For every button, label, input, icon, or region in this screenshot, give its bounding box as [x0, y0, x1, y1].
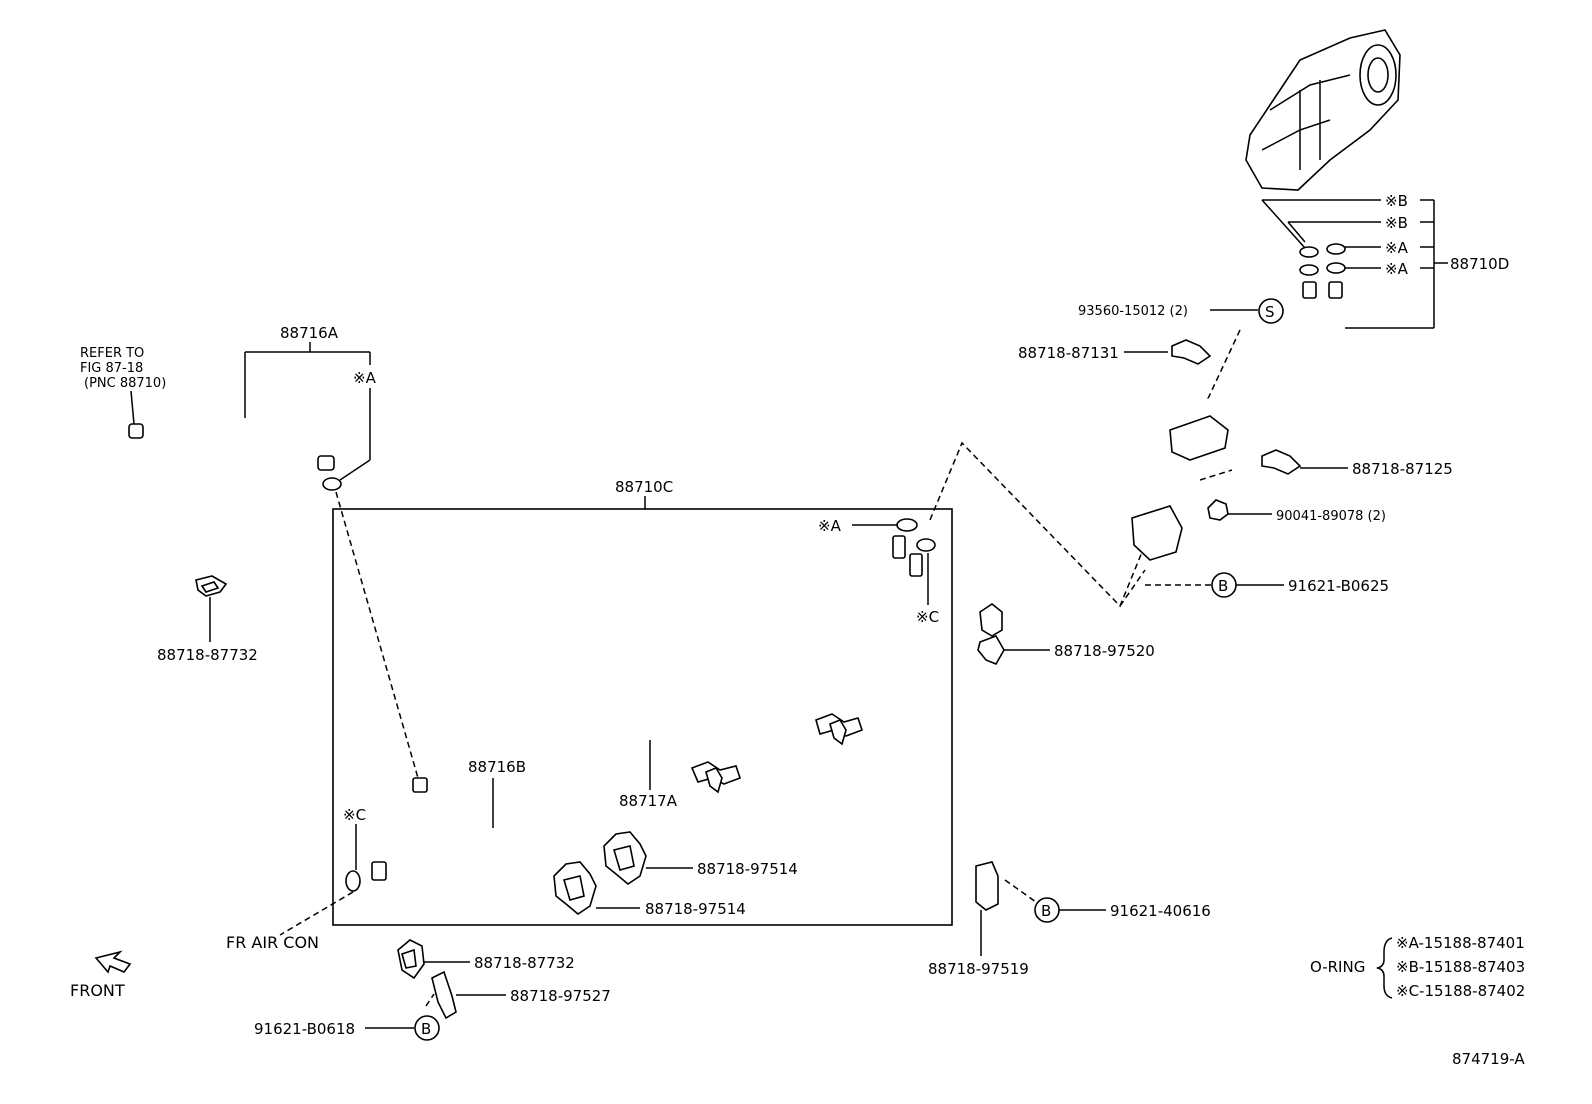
label-o-ring-c: ※C-15188-87402	[1396, 982, 1525, 1000]
nut-90041-89078: 90041-89078 (2)	[1207, 499, 1386, 524]
refer-line-1: REFER TO	[80, 346, 144, 361]
assembly-box-88710C: 88710C	[332, 478, 953, 926]
callout-93560-15012: S 93560-15012 (2)	[1078, 298, 1284, 324]
label-91621-B0625: 91621-B0625	[1288, 577, 1389, 595]
label-88716A: 88716A	[280, 324, 339, 342]
label-mark-A-2: ※A	[1385, 260, 1409, 278]
circle-B-right: B	[1218, 577, 1228, 595]
circle-S: S	[1265, 303, 1275, 321]
label-88717A: 88717A	[619, 792, 678, 810]
refer-note: REFER TO FIG 87-18 (PNC 88710)	[80, 346, 166, 425]
label-88718-97519: 88718-97519	[928, 960, 1029, 978]
label-91621-B0618: 91621-B0618	[254, 1020, 355, 1038]
clip-88718-97527: 88718-97527	[431, 970, 611, 1020]
bolt-91621-B0618: B 91621-B0618	[254, 1015, 440, 1041]
label-mark-B-2: ※B	[1385, 214, 1408, 232]
label-mark-A-box: ※A	[818, 517, 842, 535]
pipe-88716B	[412, 518, 918, 844]
refer-line-2: FIG 87-18	[80, 361, 143, 376]
o-ring-A-top	[322, 477, 342, 491]
front-arrow-icon	[94, 950, 132, 974]
clip-88718-87732-bottom: 88718-87732	[397, 939, 575, 980]
fr-air-con: FR AIR CON	[226, 933, 319, 952]
label-88718-87732-top: 88718-87732	[157, 646, 258, 664]
pipe-88716A	[128, 400, 342, 564]
label-fr-air-con: FR AIR CON	[226, 933, 319, 952]
circle-B-middle: B	[1041, 902, 1051, 920]
label-91621-40616: 91621-40616	[1110, 902, 1211, 920]
label-93560-15012: 93560-15012 (2)	[1078, 304, 1188, 319]
label-88718-97527: 88718-97527	[510, 987, 611, 1005]
label-mark-C-box: ※C	[916, 608, 939, 626]
label-88710D-group: ※B ※B ※A ※A 88710D	[1261, 192, 1509, 329]
label-88716A-group: 88716A ※A	[244, 324, 377, 481]
label-o-ring: O-RING	[1310, 958, 1365, 976]
label-o-ring-b: ※B-15188-87403	[1396, 958, 1525, 976]
label-o-ring-a: ※A-15188-87401	[1396, 934, 1525, 952]
box-labels: ※A ※C 88716B 88717A ※C	[343, 517, 939, 870]
label-mark-A-1: ※A	[1385, 239, 1409, 257]
figure-code: 874719-A	[1452, 1050, 1525, 1068]
clip-88718-97519: 88718-97519	[928, 861, 1029, 978]
label-88718-87125: 88718-87125	[1352, 460, 1453, 478]
label-front: FRONT	[70, 981, 125, 1000]
label-88718-87131: 88718-87131	[1018, 344, 1119, 362]
o-ring-legend: O-RING ※A-15188-87401 ※B-15188-87403 ※C-…	[1310, 934, 1525, 1000]
circle-B-bottom: B	[421, 1020, 431, 1038]
label-88718-97520: 88718-97520	[1054, 642, 1155, 660]
label-88718-97514-b: 88718-97514	[645, 900, 746, 918]
label-88716B: 88716B	[468, 758, 526, 776]
label-mark-A-top: ※A	[353, 369, 377, 387]
clip-88718-87131: 88718-87131	[1018, 339, 1212, 365]
pipe-88717A	[345, 538, 936, 892]
label-mark-C-left: ※C	[343, 806, 366, 824]
clip-88718-87732-top: 88718-87732	[157, 575, 258, 664]
heater-unit	[1245, 29, 1401, 191]
bolt-91621-40616: B 91621-40616	[1034, 897, 1211, 923]
refer-line-3: (PNC 88710)	[84, 376, 166, 391]
front-indicator: FRONT	[70, 950, 132, 1000]
pipe-nut-left	[128, 423, 144, 439]
bolt-91621-B0625: B 91621-B0625	[1211, 572, 1389, 598]
clip-88718-97520: 88718-97520	[977, 603, 1155, 666]
pipe-88710D	[1131, 243, 1346, 561]
label-90041-89078: 90041-89078 (2)	[1276, 509, 1386, 524]
label-88710C: 88710C	[615, 478, 673, 496]
dashed-leads	[279, 329, 1241, 1007]
label-mark-B-1: ※B	[1385, 192, 1408, 210]
label-88718-87732-bottom: 88718-87732	[474, 954, 575, 972]
label-88718-97514-a: 88718-97514	[697, 860, 798, 878]
pipe-nut-right	[317, 455, 335, 471]
label-88710D: 88710D	[1450, 255, 1509, 273]
clip-88718-87125: 88718-87125	[1261, 449, 1453, 478]
clips-in-box: 88718-97514 88718-97514	[553, 713, 864, 918]
